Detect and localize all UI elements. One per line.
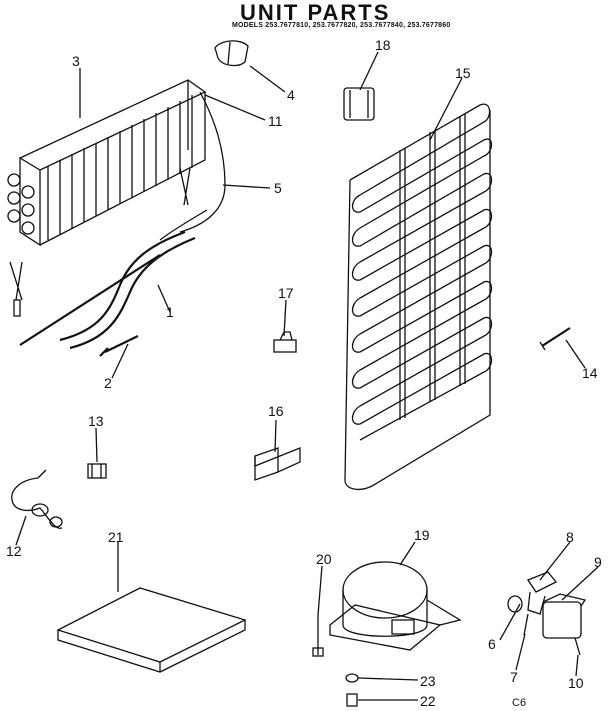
callout-22: 22 bbox=[420, 693, 436, 709]
callout-13: 13 bbox=[88, 413, 104, 429]
callout-8: 8 bbox=[566, 529, 574, 545]
callout-21: 21 bbox=[108, 529, 124, 545]
part-16-bracket bbox=[254, 447, 301, 481]
callout-4: 4 bbox=[287, 87, 295, 103]
part-7-terminal bbox=[523, 613, 529, 636]
part-12-cord bbox=[11, 469, 63, 529]
callout-7: 7 bbox=[510, 669, 518, 685]
part-18-block bbox=[343, 87, 375, 121]
callout-20: 20 bbox=[316, 551, 332, 567]
part-3-evaporator bbox=[7, 79, 207, 247]
callout-5: 5 bbox=[274, 180, 282, 196]
part-9-overload bbox=[542, 593, 587, 639]
part-13-clip bbox=[87, 463, 107, 479]
callout-11: 11 bbox=[268, 113, 283, 129]
callout-18: 18 bbox=[375, 37, 391, 53]
part-22-spacer bbox=[346, 693, 358, 707]
part-21-tray bbox=[56, 587, 247, 673]
callout-19: 19 bbox=[414, 527, 430, 543]
part-1-tubing bbox=[9, 230, 196, 350]
part-15-condenser bbox=[344, 103, 493, 491]
callout-6: 6 bbox=[488, 636, 496, 652]
callout-17: 17 bbox=[278, 285, 294, 301]
callout-23: 23 bbox=[420, 673, 436, 689]
page-title: UNIT PARTS bbox=[240, 0, 391, 25]
part-10-lead bbox=[574, 637, 581, 656]
callout-10: 10 bbox=[568, 675, 584, 691]
callout-9: 9 bbox=[594, 554, 602, 570]
callout-16: 16 bbox=[268, 403, 284, 419]
part-20-bolt bbox=[312, 615, 324, 657]
part-23-grommet bbox=[345, 673, 359, 683]
part-14-tube bbox=[539, 327, 571, 351]
part-2-fitting bbox=[99, 335, 139, 357]
part-4-clamp bbox=[214, 40, 249, 67]
callout-12: 12 bbox=[6, 543, 22, 559]
callout-15: 15 bbox=[455, 65, 471, 81]
part-19-compressor bbox=[329, 561, 462, 651]
diagram-code: C6 bbox=[512, 697, 527, 709]
leader-lines bbox=[15, 51, 599, 701]
models-line: MODELS 253.7677810, 253.7677820, 253.767… bbox=[232, 22, 451, 29]
callout-2: 2 bbox=[104, 375, 112, 391]
callout-1: 1 bbox=[166, 304, 174, 320]
part-17-bracket bbox=[273, 331, 297, 353]
callout-14: 14 bbox=[582, 365, 598, 381]
callout-3: 3 bbox=[72, 53, 80, 69]
